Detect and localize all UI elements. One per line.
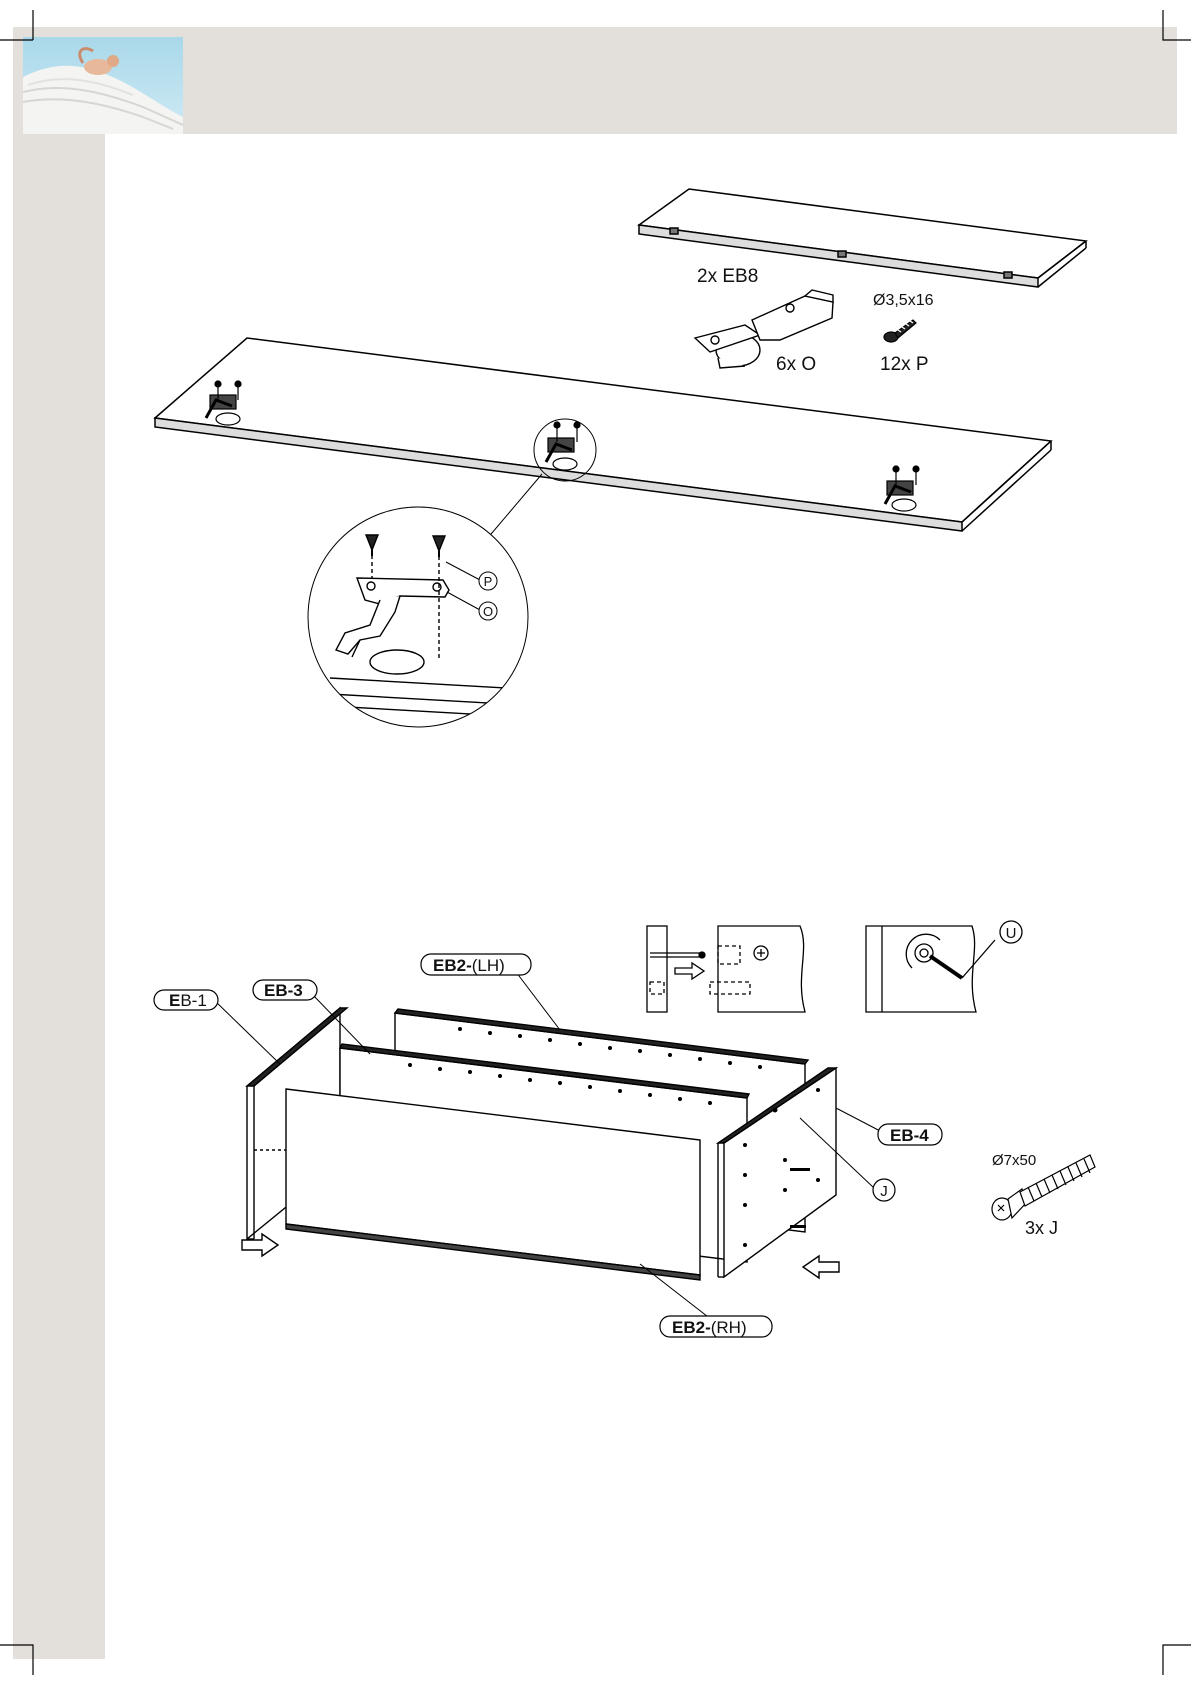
detail-leader-line [486,474,542,540]
dowel-size-label: Ø7x50 [992,1152,1036,1169]
callout-u-label: U [1006,925,1017,942]
label-eb2-rh: EB2-(RH) [660,1316,772,1337]
screw-part-icon [884,320,916,342]
label-eb2-lh-bold: EB2- [433,956,472,975]
label-eb2-lh-rest: (LH) [472,956,505,975]
label-eb4-text: EB-4 [890,1126,929,1145]
callout-j: J [873,1179,895,1201]
dowel-qty-label: 3x J [1025,1218,1058,1238]
cam-lock-detail [866,921,1022,1012]
svg-text:EB2-(LH): EB2-(LH) [433,956,505,975]
screw-qty-label: 12x P [880,354,929,375]
label-eb1: EB-1 [154,990,218,1010]
screw-size-label: Ø3,5x16 [873,292,934,309]
label-eb2-rh-rest: (RH) [711,1318,747,1337]
arrow-push-left [803,1256,839,1278]
label-eb4: EB-4 [878,1124,942,1145]
callout-o-label: O [483,604,493,619]
panel-eb8-label: 2x EB8 [697,266,758,287]
label-eb3-text: EB-3 [264,981,303,1000]
hinge-qty-label: 6x O [776,354,816,375]
hinge-detail-view: P O [308,507,540,727]
label-eb2-rh-bold: EB2- [672,1318,711,1337]
callout-j-label: J [880,1183,888,1200]
label-eb1-bold: E [169,991,180,1010]
svg-text:EB2-(RH): EB2-(RH) [672,1318,747,1337]
label-eb1-rest: B-1 [180,991,206,1010]
dowel-insert-detail [647,926,805,1012]
callout-p-label: P [484,574,493,589]
label-eb2-lh: EB2-(LH) [421,954,531,975]
label-eb3: EB-3 [253,980,317,1000]
svg-text:EB-1: EB-1 [169,991,207,1010]
